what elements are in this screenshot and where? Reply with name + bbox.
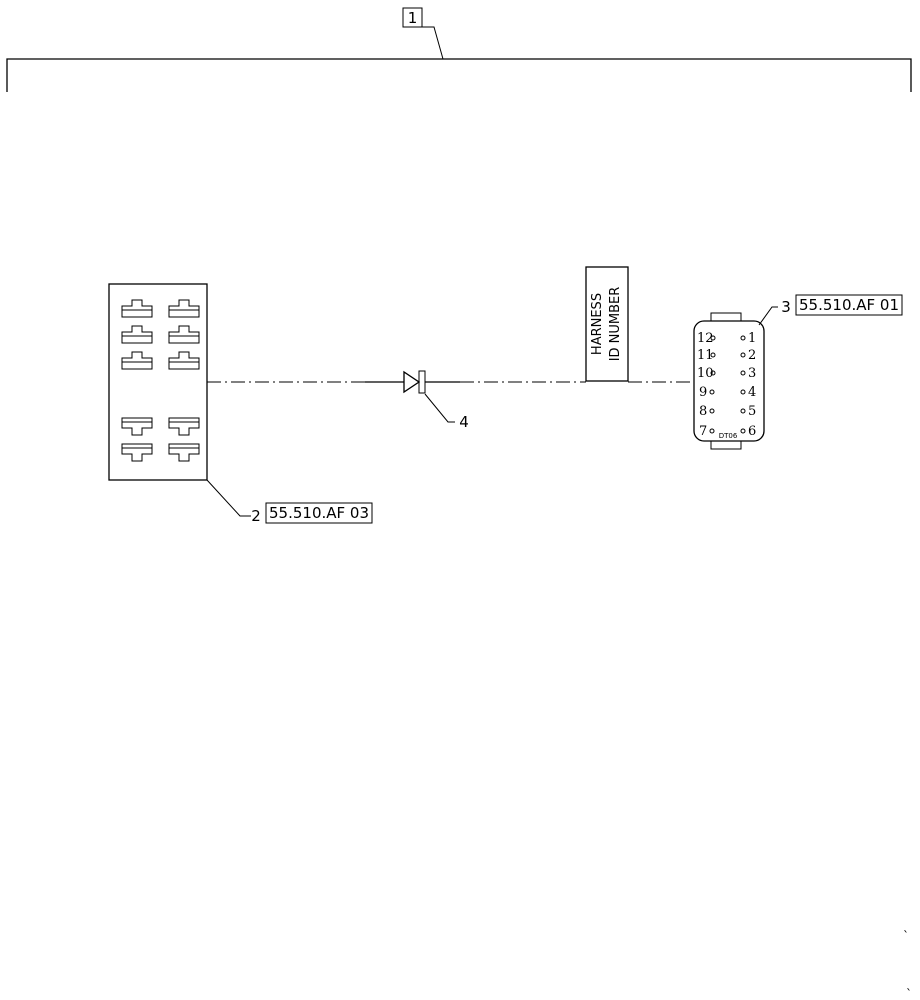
pin-label: 10 [697,366,714,381]
pins-right: 1 2 3 4 5 6 [740,331,756,439]
diode-callout: 4 [459,413,469,431]
connector-callout: 3 [781,298,791,316]
connector-model: DT06 [719,432,738,440]
harness-label-line2: ID NUMBER [608,287,623,362]
pin-label: 1 [748,331,756,346]
pin-label: 5 [748,404,756,419]
diode: 4 [365,370,469,431]
pin-label: 8 [699,404,707,419]
connector-reference: 55.510.AF 01 [799,296,899,314]
pins-left: 12 11 10 9 8 7 [697,331,716,439]
pin-label: 12 [697,331,714,346]
pin-label: 7 [699,424,707,439]
pin-label: 3 [748,366,756,381]
fuse-block-callout: 2 [251,507,261,525]
assembly-callout: 1 [408,9,418,27]
harness-label-line1: HARNESS [590,293,605,355]
assembly-bracket: 1 [6,7,912,92]
connector-dt06: 12 11 10 9 8 7 1 2 3 4 5 6 DT [693,294,903,450]
pin-label: 2 [748,348,756,363]
corner-marks: ` ` [903,929,912,1000]
pin-label: 6 [748,424,756,439]
fuse-slots-upper [121,299,200,370]
pin-label: 11 [697,348,714,363]
corner-mark: ` [903,929,909,943]
relay-slots-lower [121,417,200,462]
pin-label: 4 [748,385,756,400]
corner-mark: ` [906,987,912,1000]
harness-id-tag: HARNESS ID NUMBER [585,266,629,382]
fuse-block-reference: 55.510.AF 03 [269,504,369,522]
pin-label: 9 [699,385,707,400]
fuse-block: 2 55.510.AF 03 [108,283,373,525]
